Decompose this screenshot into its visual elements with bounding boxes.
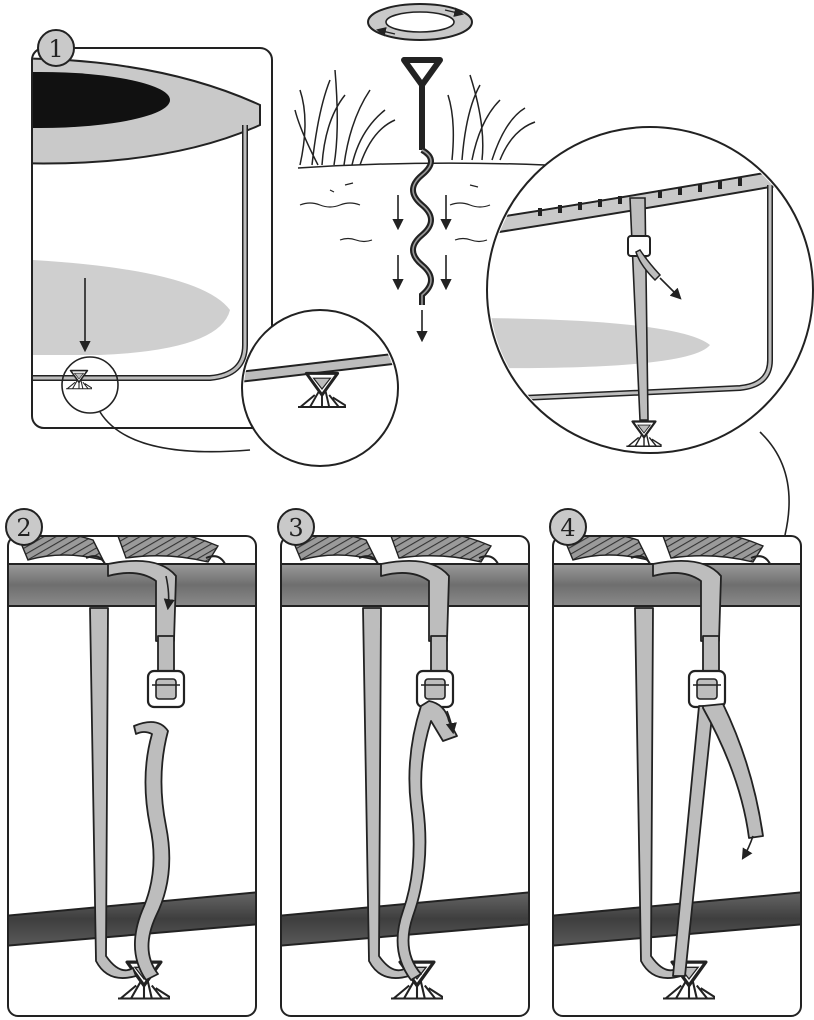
strap-loose-end [133, 721, 171, 981]
zoom-circle-strap [486, 126, 814, 536]
step-1-panel: 1 [31, 29, 399, 467]
magnifier-circle-icon [61, 356, 119, 414]
bottom-frame-rail [554, 890, 800, 948]
step-1-number: 1 [48, 35, 63, 63]
rotation-ring-icon [367, 3, 473, 41]
arrow-icon [163, 575, 175, 611]
buckle-icon [687, 669, 727, 709]
step-2-panel [7, 535, 257, 1017]
step-2-number: 2 [16, 514, 31, 542]
spring-pad-right [117, 537, 220, 563]
step-2-badge: 2 [5, 508, 43, 546]
strap-left-loop [89, 607, 137, 979]
step-3-panel [280, 535, 530, 1017]
arrow-icon [445, 710, 457, 735]
step-4-panel [552, 535, 802, 1017]
strap-threaded-end [396, 700, 458, 981]
step-3-badge: 3 [277, 508, 315, 546]
step-4-badge: 4 [549, 508, 587, 546]
spring-pad-right [662, 537, 765, 563]
strap-pulled-end [702, 703, 764, 839]
bottom-frame-rail [9, 890, 255, 948]
arrow-icon [741, 835, 754, 860]
grass-icon [294, 69, 536, 166]
auger-anchor-illustration [294, 3, 546, 343]
zoom-circle-anchor [241, 309, 399, 467]
step-4-number: 4 [560, 514, 575, 542]
spring-pad-right [390, 537, 493, 563]
buckle-icon [415, 669, 455, 709]
step-3-number: 3 [288, 514, 303, 542]
buckle-icon [146, 669, 186, 709]
